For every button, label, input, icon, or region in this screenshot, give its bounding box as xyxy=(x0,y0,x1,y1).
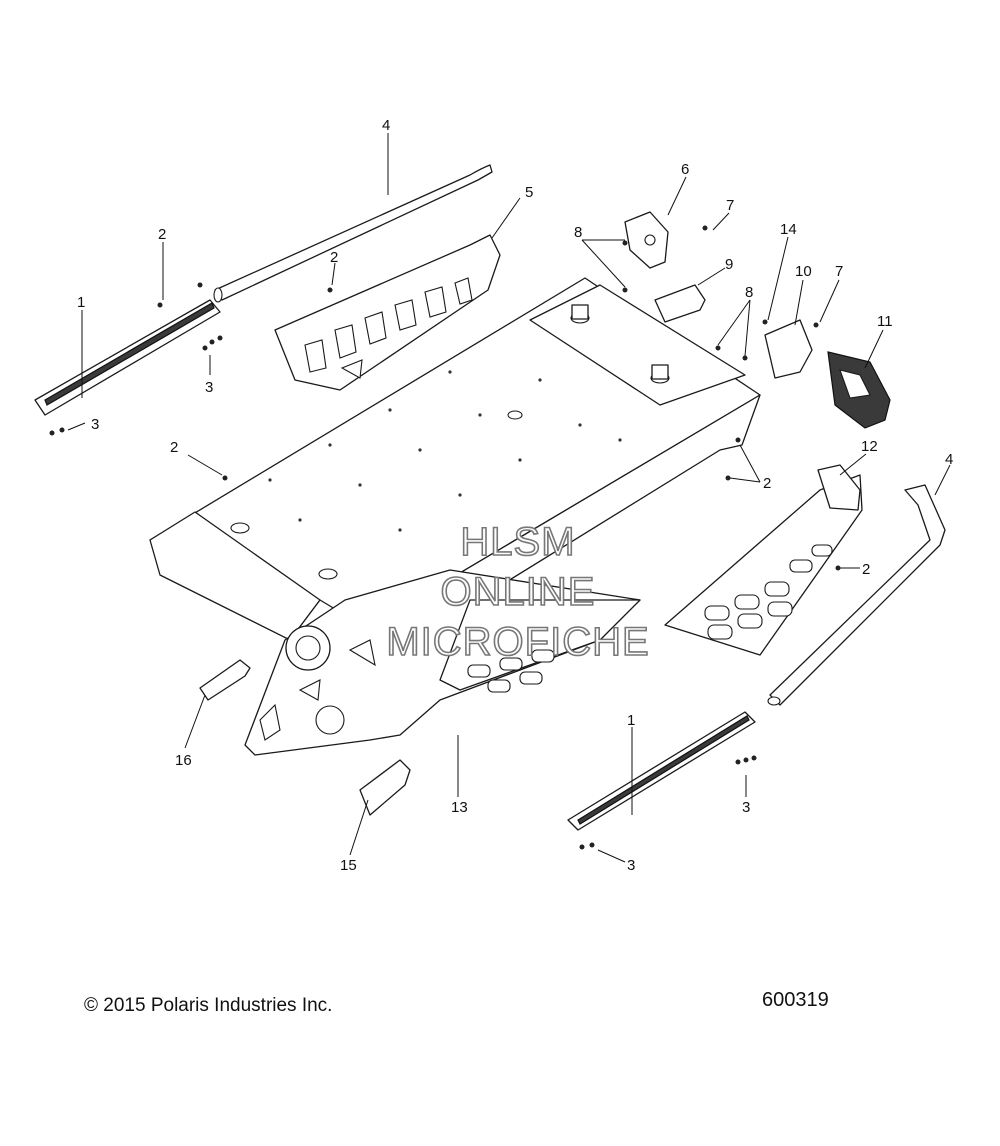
callout-2: 2 xyxy=(763,475,771,492)
bracket-15 xyxy=(359,759,411,816)
callout-8: 8 xyxy=(745,284,753,301)
leader-lines xyxy=(67,133,951,863)
copyright-notice: © 2015 Polaris Industries Inc. xyxy=(84,995,333,1016)
running-board-5 xyxy=(274,234,501,391)
callout-12: 12 xyxy=(861,438,878,455)
callout-10: 10 xyxy=(795,263,812,280)
bracket-9 xyxy=(654,284,706,323)
callout-8: 8 xyxy=(574,224,582,241)
bracket-11 xyxy=(827,351,891,429)
callout-13: 13 xyxy=(451,799,468,816)
running-board-12 xyxy=(664,464,863,656)
callout-7: 7 xyxy=(835,263,843,280)
edge-strip-1-lower xyxy=(567,711,756,831)
bracket-10 xyxy=(764,319,813,379)
edge-strip-1-upper xyxy=(34,299,221,416)
callout-14: 14 xyxy=(780,221,797,238)
bracket-16 xyxy=(199,659,251,701)
callout-2: 2 xyxy=(330,249,338,266)
watermark-line-2: ONLINE xyxy=(441,570,596,614)
bracket-6 xyxy=(624,211,669,269)
callout-labels: 1 1 2 2 2 2 2 3 3 3 3 4 4 5 6 7 7 8 8 9 … xyxy=(77,117,953,874)
callout-15: 15 xyxy=(340,857,357,874)
watermark-line-3: MICROFICHE xyxy=(386,620,649,664)
callout-2: 2 xyxy=(158,226,166,243)
callout-5: 5 xyxy=(525,184,533,201)
callout-2: 2 xyxy=(170,439,178,456)
callout-1: 1 xyxy=(77,294,85,311)
callout-4: 4 xyxy=(382,117,390,134)
bumper-rail-4-upper xyxy=(213,164,493,303)
callout-11: 11 xyxy=(877,313,893,330)
callout-2: 2 xyxy=(862,561,870,578)
callout-3: 3 xyxy=(205,379,213,396)
callout-7: 7 xyxy=(726,197,734,214)
watermark-line-1: HLSM xyxy=(460,520,575,564)
callout-3: 3 xyxy=(91,416,99,433)
diagram-number: 600319 xyxy=(762,989,829,1011)
side-panel-13 xyxy=(244,569,641,756)
callout-3: 3 xyxy=(627,857,635,874)
callout-16: 16 xyxy=(175,752,192,769)
callout-6: 6 xyxy=(681,161,689,178)
bumper-rail-4-lower xyxy=(767,484,946,706)
watermark: HLSM ONLINE MICROFICHE xyxy=(386,519,650,665)
callout-1: 1 xyxy=(627,712,635,729)
tunnel-chassis xyxy=(149,277,761,661)
callout-4: 4 xyxy=(945,451,953,468)
fasteners xyxy=(49,225,841,850)
callout-3: 3 xyxy=(742,799,750,816)
callout-9: 9 xyxy=(725,256,733,273)
